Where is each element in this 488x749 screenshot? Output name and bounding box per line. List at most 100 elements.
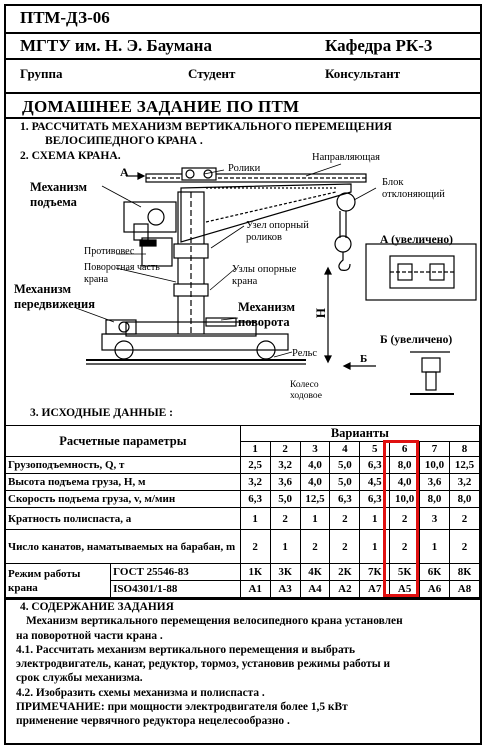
variant-header-cell: 2 [269, 441, 301, 457]
param-value: 4,0 [389, 473, 421, 491]
param-value: 3,2 [239, 473, 271, 491]
param-label: Высота подъема груза, Н, м [6, 473, 241, 491]
iso-label: ISO4301/1-88 [110, 580, 241, 598]
param-value: 2 [299, 529, 331, 564]
gost-label: ГОСТ 25546-83 [110, 563, 241, 581]
param-value: 5,0 [329, 473, 361, 491]
divider [4, 32, 482, 34]
param-value: 2 [329, 529, 361, 564]
divider [4, 92, 482, 94]
iso-value: А1 [239, 580, 271, 598]
param-value: 2,5 [239, 456, 271, 474]
section-4-p4b: применение червячного редуктора нецелесо… [16, 715, 290, 728]
variant-6-highlight [383, 440, 419, 597]
variant-header-cell: 8 [448, 441, 481, 457]
param-value: 1 [239, 507, 271, 530]
param-value: 8,0 [448, 490, 481, 508]
param-value: 3,2 [269, 456, 301, 474]
label-wheel: Колесо ходовое [290, 380, 322, 401]
variants-header: Варианты [239, 425, 481, 442]
label-rotary-part: Поворотная часть крана [84, 262, 160, 285]
section-4-p1b: на поворотной части крана . [16, 629, 163, 642]
param-value: 4,0 [299, 456, 331, 474]
param-value: 12,5 [448, 456, 481, 474]
label-rollers: Ролики [228, 163, 261, 174]
label-support-units: Узлы опорные крана [232, 264, 297, 287]
param-value: 5,0 [329, 456, 361, 474]
iso-value: А6 [419, 580, 450, 598]
task-1b: ВЕЛОСИПЕДНОГО КРАНА . [45, 134, 203, 147]
param-label: Кратность полиспаста, а [6, 507, 241, 530]
param-label: Скорость подъема груза, v, м/мин [6, 490, 241, 508]
section-4-p4: ПРИМЕЧАНИЕ: при мощности электродвигател… [16, 701, 348, 714]
param-value: 4,0 [299, 473, 331, 491]
department: Кафедра РК-3 [325, 36, 433, 55]
section-4-p2c: срок службы механизма. [16, 672, 143, 685]
gost-value: 4К [299, 563, 331, 581]
param-value: 2 [329, 507, 361, 530]
param-value: 5,0 [269, 490, 301, 508]
param-value: 4,5 [359, 473, 391, 491]
param-value: 3,6 [269, 473, 301, 491]
variant-header-cell: 1 [239, 441, 271, 457]
divider [4, 58, 482, 60]
param-label: Грузоподъемность, Q, т [6, 456, 241, 474]
param-value: 6,3 [359, 490, 391, 508]
param-value: 2 [239, 529, 271, 564]
param-value: 6,3 [239, 490, 271, 508]
label-arrow-b: Б [360, 353, 368, 365]
gost-value: 2К [329, 563, 361, 581]
label-view-b: Б (увеличено) [380, 334, 453, 346]
label-arrow-a: А [120, 165, 129, 179]
label-block: Блок отклоняющий [382, 177, 445, 200]
label-counterweight: Противовес [84, 246, 135, 257]
label-rail: Рельс [292, 348, 318, 359]
param-value: 10,0 [419, 456, 450, 474]
param-value: 3,6 [419, 473, 450, 491]
crane-diagram [75, 163, 477, 395]
iso-value: А4 [299, 580, 331, 598]
section-4-p1: Механизм вертикального перемещения велос… [26, 615, 403, 628]
group-label: Группа [20, 66, 63, 81]
param-value: 2 [269, 507, 301, 530]
divider [4, 598, 482, 600]
section-4-title: 4. СОДЕРЖАНИЕ ЗАДАНИЯ [20, 601, 174, 613]
label-view-a: А (увеличено) [380, 234, 453, 246]
section-4-p2b: электродвигатель, канат, редуктор, тормо… [16, 658, 391, 671]
task-2: 2. СХЕМА КРАНА. [20, 149, 121, 162]
param-value: 3,2 [448, 473, 481, 491]
section-4: 4. СОДЕРЖАНИЕ ЗАДАНИЯ Механизм вертикаль… [16, 600, 478, 729]
consultant-label: Консультант [325, 66, 401, 81]
divider [4, 117, 482, 119]
gost-value: 1К [239, 563, 271, 581]
label-guide: Направляющая [312, 152, 380, 163]
label-roller-unit: Узел опорный роликов [246, 220, 309, 243]
param-value: 12,5 [299, 490, 331, 508]
section-3-title: 3. ИСХОДНЫЕ ДАННЫЕ : [30, 407, 174, 419]
doc-code: ПТМ-ДЗ-06 [20, 8, 110, 27]
student-label: Студент [188, 66, 236, 81]
iso-value: А7 [359, 580, 391, 598]
param-value: 1 [419, 529, 450, 564]
iso-value: А8 [448, 580, 481, 598]
param-row: Число канатов, наматываемых на барабан, … [6, 529, 481, 564]
gost-value: 3К [269, 563, 301, 581]
param-value: 1 [299, 507, 331, 530]
variant-header-cell: 7 [419, 441, 450, 457]
iso-value: А2 [329, 580, 361, 598]
label-travel: Механизм передвижения [14, 282, 95, 311]
section-4-p3: 4.2. Изобразить схемы механизма и полисп… [16, 686, 265, 699]
page-frame [4, 4, 482, 745]
param-value: 2 [448, 507, 481, 530]
label-hoist: Механизм подъема [30, 180, 88, 209]
task-1: 1. РАССЧИТАТЬ МЕХАНИЗМ ВЕРТИКАЛЬНОГО ПЕР… [20, 120, 392, 133]
gost-value: 6К [419, 563, 450, 581]
variant-header-cell: 4 [329, 441, 361, 457]
page-title: ДОМАШНЕЕ ЗАДАНИЕ ПО ПТМ [22, 97, 300, 116]
gost-value: 7К [359, 563, 391, 581]
